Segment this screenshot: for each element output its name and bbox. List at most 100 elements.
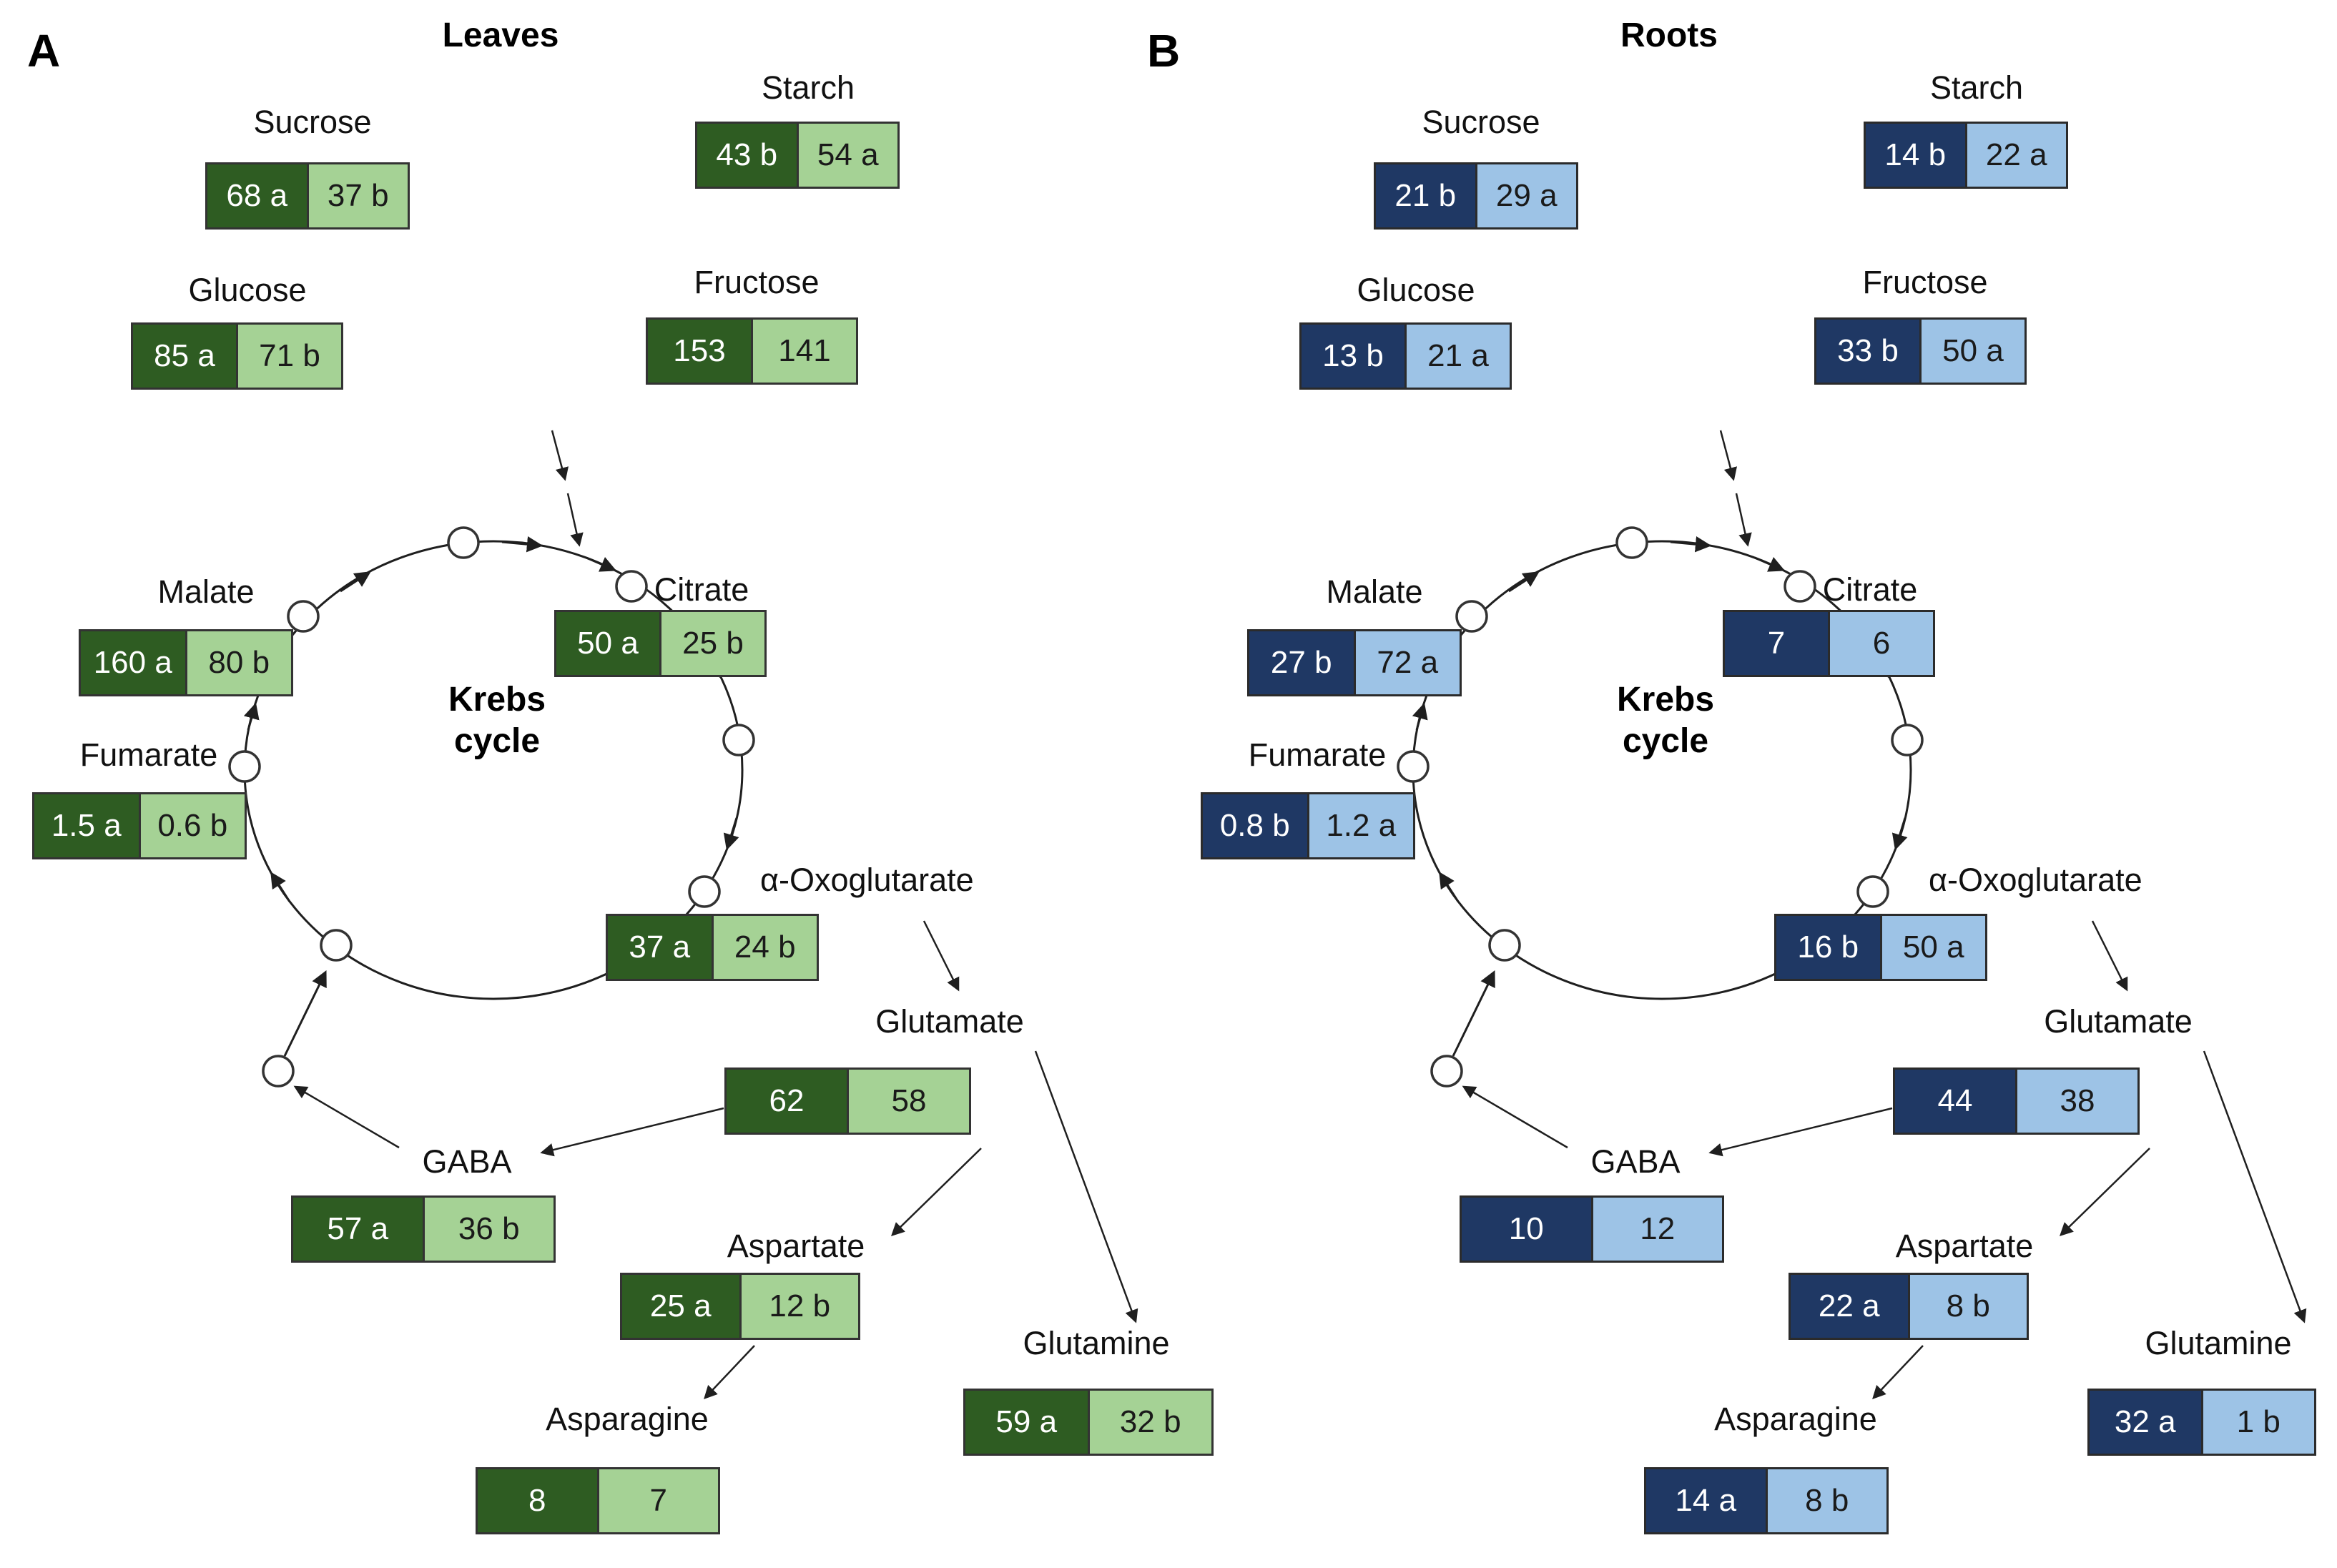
metabolite-label: Fructose (1862, 264, 1988, 300)
cycle-node (688, 875, 721, 908)
cycle-node (1784, 570, 1816, 603)
krebs-cycle-diagram (1397, 430, 2307, 1400)
cycle-flow-arrow (723, 817, 739, 851)
metabolite-value-box: 27 b 72 a (1247, 629, 1462, 696)
metabolite-value-box: 44 38 (1893, 1067, 2140, 1135)
metabolite-label: Fructose (694, 264, 820, 300)
panel-letter: B (1147, 25, 1181, 77)
value-light-half: 37 b (308, 164, 408, 227)
metabolite-value-box: 160 a 80 b (79, 629, 293, 696)
metabolite-label: Glutamate (2044, 1003, 2193, 1040)
metabolite-value-box: 1.5 a 0.6 b (32, 792, 247, 859)
value-light-half: 8 b (1767, 1469, 1886, 1532)
value-dark-half: 50 a (556, 612, 661, 675)
value-light-half: 6 (1830, 612, 1933, 675)
value-dark-half: 68 a (207, 164, 309, 227)
value-light-half: 24 b (713, 916, 817, 979)
cycle-flow-arrow (243, 702, 260, 731)
metabolite-label: Aspartate (1895, 1228, 2034, 1264)
gaba-shunt-line (1452, 970, 1495, 1057)
value-dark-half: 153 (648, 320, 753, 383)
value-light-half: 12 (1593, 1198, 1722, 1261)
sugar-input-arrow (1735, 493, 1752, 547)
value-light-half: 25 b (661, 612, 764, 675)
cycle-flow-arrow (1754, 556, 1786, 572)
cycle-nodes (228, 526, 755, 1088)
krebs-cycle-label-line1: Krebs (1616, 681, 1715, 719)
metabolite-label: GABA (1590, 1143, 1681, 1180)
cycle-node (1891, 724, 1924, 756)
cycle-flow-arrow (501, 536, 543, 553)
cycle-flow-arrow (1508, 571, 1540, 593)
value-dark-half: 43 b (697, 124, 799, 187)
cycle-flow-arrow (1412, 702, 1428, 731)
value-dark-half: 14 a (1646, 1469, 1768, 1532)
metabolite-label: Sucrose (253, 104, 372, 140)
metabolite-value-box: 14 b 22 a (1864, 122, 2068, 189)
value-light-half: 0.6 b (140, 794, 245, 857)
krebs-cycle-label-line1: Krebs (448, 681, 546, 719)
value-light-half: 72 a (1355, 631, 1460, 694)
sugar-input-arrow (551, 430, 569, 481)
glutamate-to-glutamine-arrow (2203, 1050, 2307, 1323)
metabolite-value-box: 8 7 (476, 1467, 720, 1534)
cycle-node (1455, 600, 1488, 633)
glutamate-to-gaba-arrow (1708, 1107, 1893, 1157)
value-dark-half: 1.5 a (34, 794, 141, 857)
metabolite-value-box: 10 12 (1460, 1195, 1724, 1263)
panel-title: Roots (1620, 16, 1718, 54)
value-light-half: 50 a (1881, 916, 1985, 979)
gaba-entry-node (262, 1055, 295, 1088)
metabolite-label: Aspartate (727, 1228, 865, 1264)
metabolite-label: Starch (761, 69, 855, 106)
metabolite-value-box: 25 a 12 b (620, 1273, 860, 1340)
metabolite-label: α-Oxoglutarate (1929, 862, 2142, 898)
metabolite-label: Citrate (654, 571, 749, 608)
value-dark-half: 8 (478, 1469, 599, 1532)
gaba-to-node-arrow (293, 1085, 400, 1149)
glutamate-to-gaba-arrow (540, 1107, 724, 1157)
metabolite-label: Citrate (1822, 571, 1918, 608)
value-light-half: 1.2 a (1309, 794, 1413, 857)
metabolite-label: Glutamine (2145, 1325, 2292, 1361)
value-dark-half: 22 a (1791, 1275, 1910, 1338)
metabolite-label: Glutamine (1023, 1325, 1170, 1361)
value-dark-half: 160 a (81, 631, 187, 694)
value-light-half: 32 b (1089, 1391, 1211, 1454)
metabolite-label: Fumarate (1248, 736, 1387, 773)
value-light-half: 38 (2017, 1070, 2137, 1133)
metabolite-value-box: 50 a 25 b (554, 610, 767, 677)
value-light-half: 12 b (741, 1275, 858, 1338)
panel-title: Leaves (442, 16, 559, 54)
metabolite-value-box: 43 b 54 a (695, 122, 900, 189)
metabolite-value-box: 33 b 50 a (1814, 317, 2027, 385)
metabolite-value-box: 22 a 8 b (1789, 1273, 2029, 1340)
glutamate-to-glutamine-arrow (1034, 1050, 1138, 1323)
cycle-flow-arrow (340, 571, 371, 593)
metabolite-value-box: 7 6 (1723, 610, 1935, 677)
metabolite-value-box: 153 141 (646, 317, 858, 385)
value-dark-half: 59 a (965, 1391, 1090, 1454)
cycle-flow-arrow (1670, 536, 1712, 553)
cycle-node (287, 600, 320, 633)
value-dark-half: 7 (1725, 612, 1830, 675)
glutamate-to-aspartate-arrow (2059, 1148, 2150, 1236)
cycle-nodes (1397, 526, 1924, 1088)
cycle-node (722, 724, 755, 756)
value-dark-half: 14 b (1866, 124, 1967, 187)
metabolite-label: Asparagine (546, 1401, 709, 1437)
value-dark-half: 10 (1462, 1198, 1593, 1261)
value-dark-half: 25 a (622, 1275, 742, 1338)
metabolite-label: α-Oxoglutarate (760, 862, 974, 898)
metabolite-value-box: 62 58 (724, 1067, 971, 1135)
cycle-node (320, 929, 353, 962)
value-dark-half: 37 a (608, 916, 714, 979)
cycle-flow-arrow (1891, 817, 1908, 851)
cycle-node (228, 750, 261, 783)
cycle-node (615, 570, 648, 603)
value-dark-half: 85 a (133, 325, 238, 388)
glutamate-to-aspartate-arrow (890, 1148, 982, 1236)
panel-letter: A (27, 25, 61, 77)
value-light-half: 50 a (1922, 320, 2024, 383)
